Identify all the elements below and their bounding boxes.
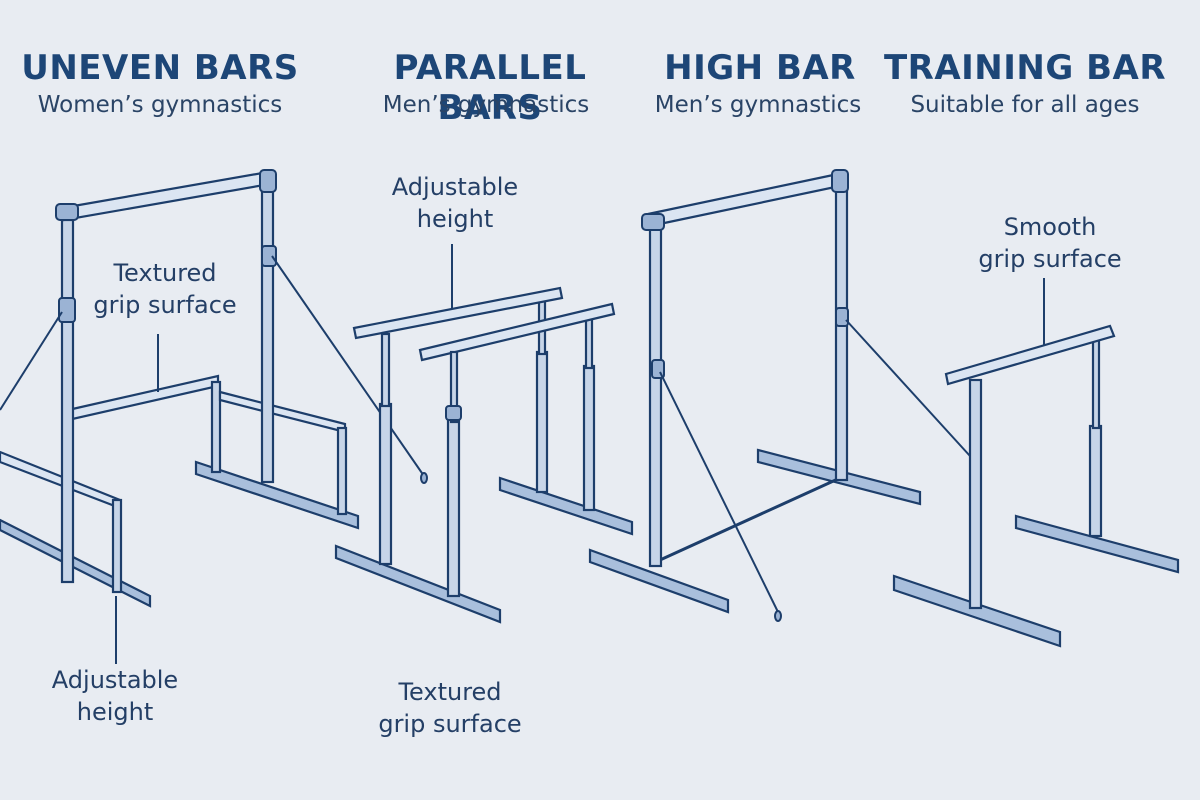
high-bar-heading: HIGH BAR: [664, 48, 856, 88]
uneven-joint-r: [261, 245, 277, 267]
training-base-front: [892, 574, 1062, 648]
uneven-joint-tr: [259, 169, 277, 193]
parallel-rear-post-b-up: [584, 314, 594, 370]
uneven-low-bar-post-a: [210, 380, 222, 474]
parallel-bars-heading: PARALLEL BARS: [393, 48, 587, 128]
callout-line: grip surface: [93, 291, 237, 319]
training-bar-rail: [944, 324, 1116, 386]
uneven-low-frame-rail: [0, 450, 122, 510]
callout-line: grip surface: [978, 245, 1122, 273]
parallel-base-rear: [498, 476, 634, 536]
high-cable-right: [845, 319, 971, 457]
callout-line: Adjustable: [391, 173, 519, 201]
high-bar-apparatus: [588, 169, 971, 622]
training-grip-callout: Smooth grip surface: [965, 211, 1135, 275]
high-bar-rail: [646, 172, 842, 228]
training-front-post: [968, 378, 983, 610]
parallel-bars-subtitle: Men’s gymnastics: [382, 92, 590, 118]
uneven-cable-left: [0, 311, 63, 411]
high-cross-brace: [659, 476, 841, 562]
uneven-low-bar-side: [218, 390, 347, 434]
training-bar-heading: TRAINING BAR: [883, 48, 1167, 88]
callout-line: height: [416, 205, 494, 233]
parallel-grip-callout: Textured grip surface: [360, 676, 540, 740]
uneven-grip-callout: Textured grip surface: [80, 257, 250, 321]
parallel-height-callout: Adjustable height: [370, 171, 540, 235]
callout-line: grip surface: [378, 710, 522, 738]
uneven-low-bar: [66, 374, 220, 422]
high-base-front: [588, 548, 730, 614]
uneven-bars-heading: UNEVEN BARS: [21, 48, 299, 88]
callout-line: Smooth: [1003, 213, 1097, 241]
high-cable-left: [659, 371, 779, 613]
uneven-right-post: [260, 178, 275, 484]
parallel-front-post-b: [446, 418, 461, 598]
training-base-rear: [1014, 514, 1180, 574]
parallel-rail-front: [352, 286, 564, 340]
training-rear-post-lower: [1088, 424, 1103, 538]
uneven-joint-tl: [55, 203, 79, 221]
uneven-bars-apparatus: [0, 169, 428, 664]
uneven-high-bar: [60, 170, 272, 222]
parallel-base-front: [334, 544, 502, 624]
parallel-front-post-a: [378, 402, 393, 566]
parallel-bars-apparatus: [334, 244, 634, 624]
training-bar-apparatus: [892, 278, 1180, 648]
parallel-rear-post-b: [582, 364, 596, 512]
callout-line: Textured: [398, 678, 502, 706]
high-bar-subtitle: Men’s gymnastics: [654, 92, 862, 118]
uneven-base-rear: [194, 460, 360, 530]
uneven-cable-right: [271, 255, 425, 477]
uneven-base-front: [0, 518, 152, 608]
uneven-low-frame-post: [111, 498, 123, 594]
uneven-height-callout: Adjustable height: [30, 664, 200, 728]
training-bar-subtitle: Suitable for all ages: [910, 92, 1140, 118]
parallel-front-post-b-up: [449, 350, 459, 424]
uneven-joint-l: [58, 297, 76, 323]
training-rear-post-upper: [1091, 338, 1101, 430]
callout-line: Textured: [113, 259, 217, 287]
parallel-rail-rear: [418, 302, 616, 362]
high-left-post: [648, 224, 663, 568]
callout-line: Adjustable: [51, 666, 179, 694]
parallel-front-post-a-up: [380, 332, 391, 408]
uneven-bars-subtitle: Women’s gymnastics: [37, 92, 283, 118]
parallel-rear-post-a: [535, 350, 549, 494]
uneven-left-post: [60, 218, 75, 584]
uneven-low-bar-post-b: [336, 426, 348, 516]
high-right-post: [834, 178, 849, 482]
callout-line: height: [76, 698, 154, 726]
